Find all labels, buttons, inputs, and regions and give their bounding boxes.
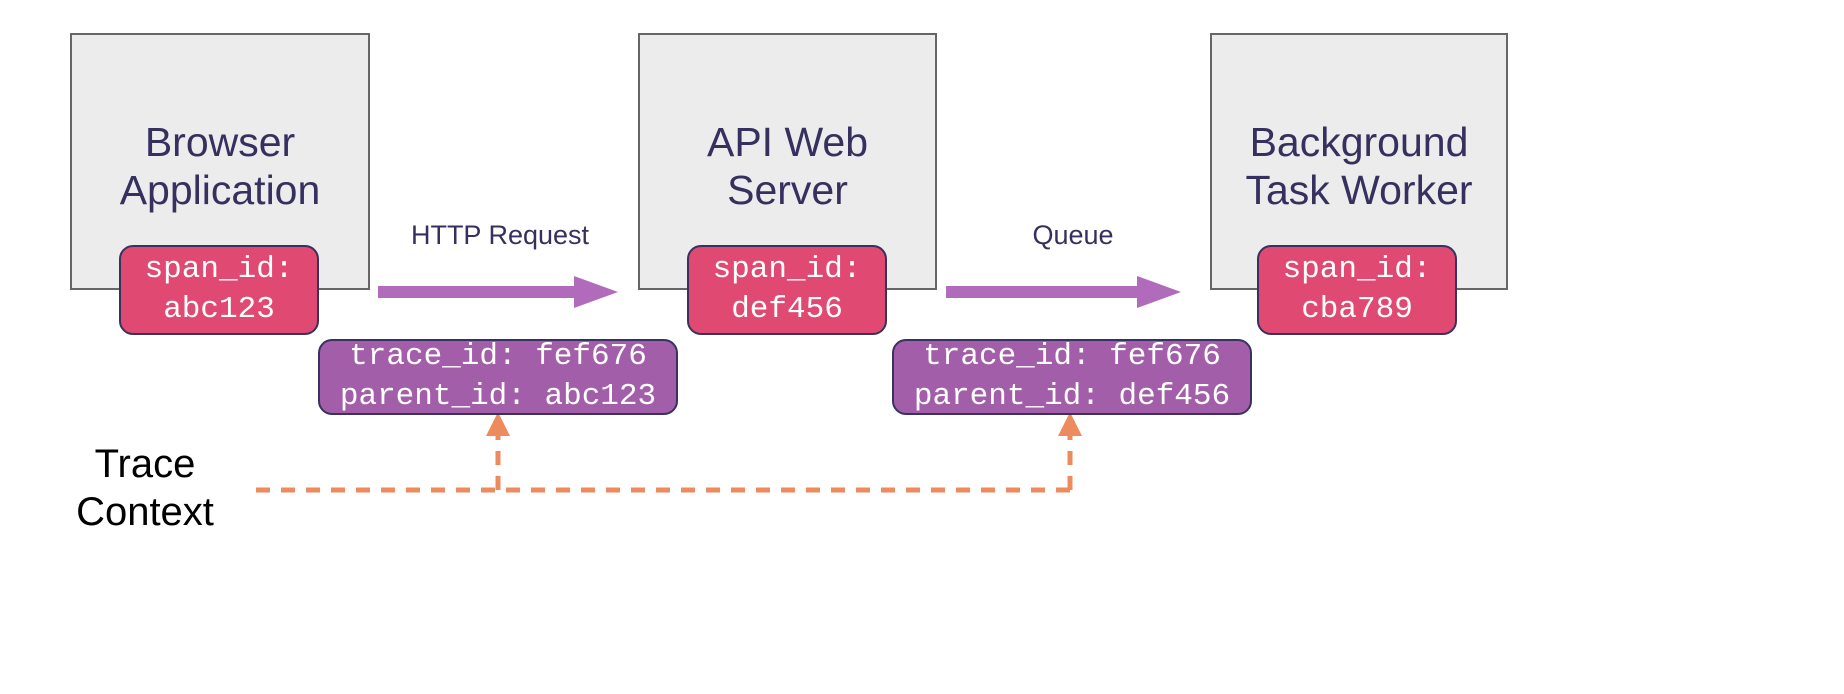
span-badge-api[interactable]: span_id: def456	[687, 245, 887, 335]
trace-id-line: trace_id: fef676	[923, 338, 1221, 374]
service-title-browser: Browser Application	[119, 119, 321, 214]
flow-arrow-queue	[946, 276, 1181, 308]
flow-arrow-http-request	[378, 276, 618, 308]
trace-context-connector-lines	[256, 412, 1082, 493]
span-badge-worker[interactable]: span_id: cba789	[1257, 245, 1457, 335]
span-badge-value: def456	[731, 292, 843, 327]
trace-id-line: trace_id: fef676	[349, 338, 647, 374]
flow-label-queue: Queue	[1032, 220, 1114, 250]
service-title-worker: Background Task Worker	[1245, 119, 1473, 214]
trace-context-caption: Trace Context	[76, 442, 214, 534]
span-badge-value: cba789	[1301, 292, 1413, 327]
span-badge-label: span_id:	[1282, 252, 1432, 288]
parent-id-line: parent_id: abc123	[339, 379, 657, 414]
flow-label-http-request: HTTP Request	[410, 220, 590, 250]
parent-id-line: parent_id: def456	[913, 379, 1231, 414]
span-badge-browser[interactable]: span_id: abc123	[119, 245, 319, 335]
span-badge-label: span_id:	[144, 252, 294, 288]
trace-context-box-1[interactable]: trace_id: fef676 parent_id: abc123	[318, 339, 678, 415]
service-title-api: API Web Server	[706, 119, 869, 214]
span-badge-label: span_id:	[712, 252, 862, 288]
trace-context-box-2[interactable]: trace_id: fef676 parent_id: def456	[892, 339, 1252, 415]
span-badge-value: abc123	[163, 292, 275, 327]
